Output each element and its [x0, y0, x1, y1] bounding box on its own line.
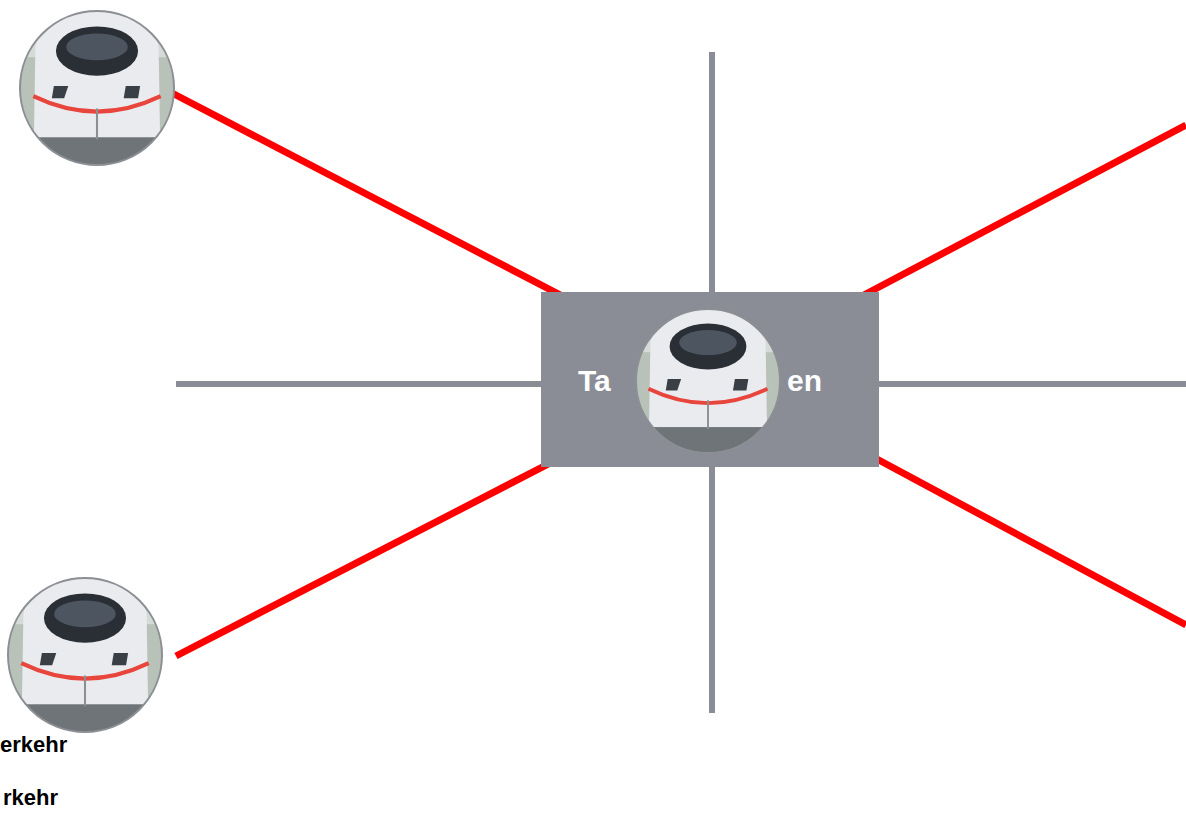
rail-line: [875, 458, 1186, 625]
train-icon: [20, 11, 174, 170]
traffic-label: rkehr: [3, 785, 58, 811]
train-icon: [636, 309, 780, 458]
hub-title: Ta: [578, 364, 611, 398]
rail-line: [176, 458, 560, 656]
hub-box: Ta en: [541, 292, 879, 467]
red-lines: [172, 93, 1186, 656]
train-icons: [8, 11, 174, 737]
grid-lines: [176, 52, 1186, 713]
hub-title: en: [787, 364, 822, 398]
train-icon: [8, 578, 162, 737]
rail-line: [862, 125, 1186, 296]
rail-line: [172, 93, 570, 300]
traffic-label: erkehr: [0, 732, 67, 758]
